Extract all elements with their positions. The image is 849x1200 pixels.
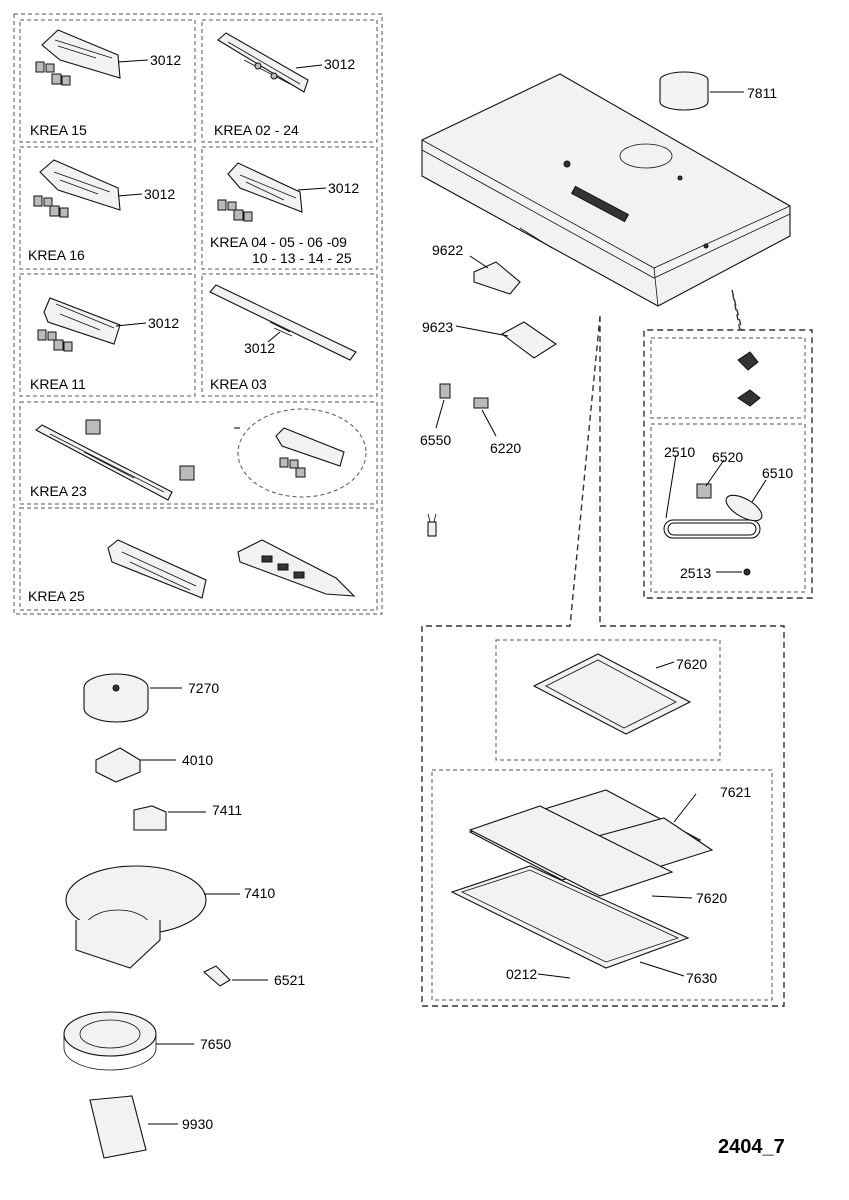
krea11-part-label: 3012 — [148, 315, 180, 331]
krea15-caption: KREA 15 — [30, 122, 87, 138]
part-label-7620-top: 7620 — [676, 656, 708, 672]
part-label-7630: 7630 — [686, 970, 718, 986]
krea16-control-panel — [33, 159, 143, 218]
krea0224-caption: KREA 02 - 24 — [214, 122, 299, 138]
part-label-7411: 7411 — [212, 802, 243, 818]
part-label-2513: 2513 — [680, 565, 712, 581]
part-label-7620-bottom: 7620 — [696, 890, 728, 906]
krea16-part-label: 3012 — [144, 186, 176, 202]
krea03-part-label: 3012 — [244, 340, 276, 356]
figure-id: 2404_7 — [718, 1136, 785, 1158]
part-label-7270: 7270 — [188, 680, 220, 696]
exhaust-collar — [659, 71, 744, 111]
krea04-part-label: 3012 — [328, 180, 360, 196]
krea23-control-panel — [35, 408, 367, 501]
krea0224-part-label: 3012 — [324, 56, 356, 72]
krea11-control-panel — [37, 297, 147, 352]
krea04-caption-line2: 10 - 13 - 14 - 25 — [252, 250, 352, 266]
part-label-0212: 0212 — [506, 966, 538, 982]
krea04-control-panel — [217, 162, 327, 222]
part-label-6521: 6521 — [274, 972, 306, 988]
part-label-6220: 6220 — [490, 440, 522, 456]
krea04-caption-line1: KREA 04 - 05 - 06 -09 — [210, 234, 347, 250]
part-label-6550: 6550 — [420, 432, 452, 448]
krea15-control-panel — [35, 29, 149, 86]
part-label-7650: 7650 — [200, 1036, 232, 1052]
part-label-6520: 6520 — [712, 449, 744, 465]
control-panel-variants-grid — [13, 13, 383, 615]
part-label-9623: 9623 — [422, 319, 454, 335]
krea25-caption: KREA 25 — [28, 588, 85, 604]
krea25-control-panel — [107, 539, 356, 599]
lamp-group — [643, 289, 813, 599]
krea16-caption: KREA 16 — [28, 247, 85, 263]
small-electrical-parts — [427, 255, 557, 537]
krea03-control-panel — [209, 284, 357, 361]
part-label-7410: 7410 — [244, 885, 276, 901]
krea0224-control-panel — [217, 32, 323, 93]
part-label-4010: 4010 — [182, 752, 214, 768]
krea11-caption: KREA 11 — [30, 376, 86, 392]
part-label-9930: 9930 — [182, 1116, 214, 1132]
part-label-7811: 7811 — [747, 85, 778, 101]
motor-blower-parts — [63, 673, 268, 1159]
part-label-2510: 2510 — [664, 444, 696, 460]
hood-body — [421, 73, 791, 307]
krea23-caption: KREA 23 — [30, 483, 87, 499]
part-label-9622: 9622 — [432, 242, 464, 258]
krea15-part-label: 3012 — [150, 52, 182, 68]
part-label-7621: 7621 — [720, 784, 752, 800]
filter-group — [421, 315, 785, 1007]
part-label-6510: 6510 — [762, 465, 794, 481]
krea03-caption: KREA 03 — [210, 376, 267, 392]
